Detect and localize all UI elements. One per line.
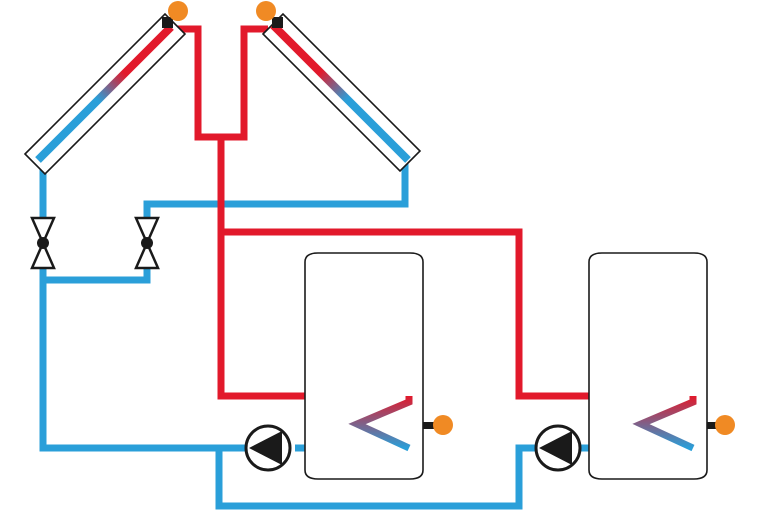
solar-collector-right xyxy=(261,12,422,173)
heat-exchanger-coil-icon xyxy=(632,396,697,452)
cold-pipe-right-collector-return xyxy=(43,160,409,284)
solar-collector-right-absorber xyxy=(270,22,411,163)
valve-stem xyxy=(37,237,49,249)
pump-direction-arrow xyxy=(249,431,282,465)
circulation-pump-1 xyxy=(244,424,292,472)
shutoff-valve-right xyxy=(134,216,160,270)
circulation-pump-2 xyxy=(534,424,582,472)
sensor-mount xyxy=(423,422,441,429)
temperature-sensor-icon xyxy=(715,415,735,435)
pump-direction-arrow xyxy=(539,431,572,465)
storage-tank-icon xyxy=(588,252,708,480)
storage-tank-1 xyxy=(304,252,453,480)
solar-collector-left-absorber xyxy=(35,24,174,163)
cold-pipe-loop-to-pump2 xyxy=(215,444,538,510)
sensor-mount xyxy=(272,17,283,28)
solar-collector-left xyxy=(23,12,187,176)
sensor-mount xyxy=(162,17,173,28)
collector-sensor-left xyxy=(162,1,188,28)
hot-pipe-collector-manifold xyxy=(174,25,268,141)
temperature-sensor-icon xyxy=(168,1,188,21)
heat-exchanger-coil-icon xyxy=(348,396,413,452)
storage-tank-icon xyxy=(304,252,424,480)
shutoff-valve-left xyxy=(30,216,56,270)
temperature-sensor-icon xyxy=(433,415,453,435)
storage-tank-2 xyxy=(588,252,735,480)
collector-sensor-right xyxy=(256,1,283,28)
temperature-sensor-icon xyxy=(256,1,276,21)
valve-stem xyxy=(141,237,153,249)
